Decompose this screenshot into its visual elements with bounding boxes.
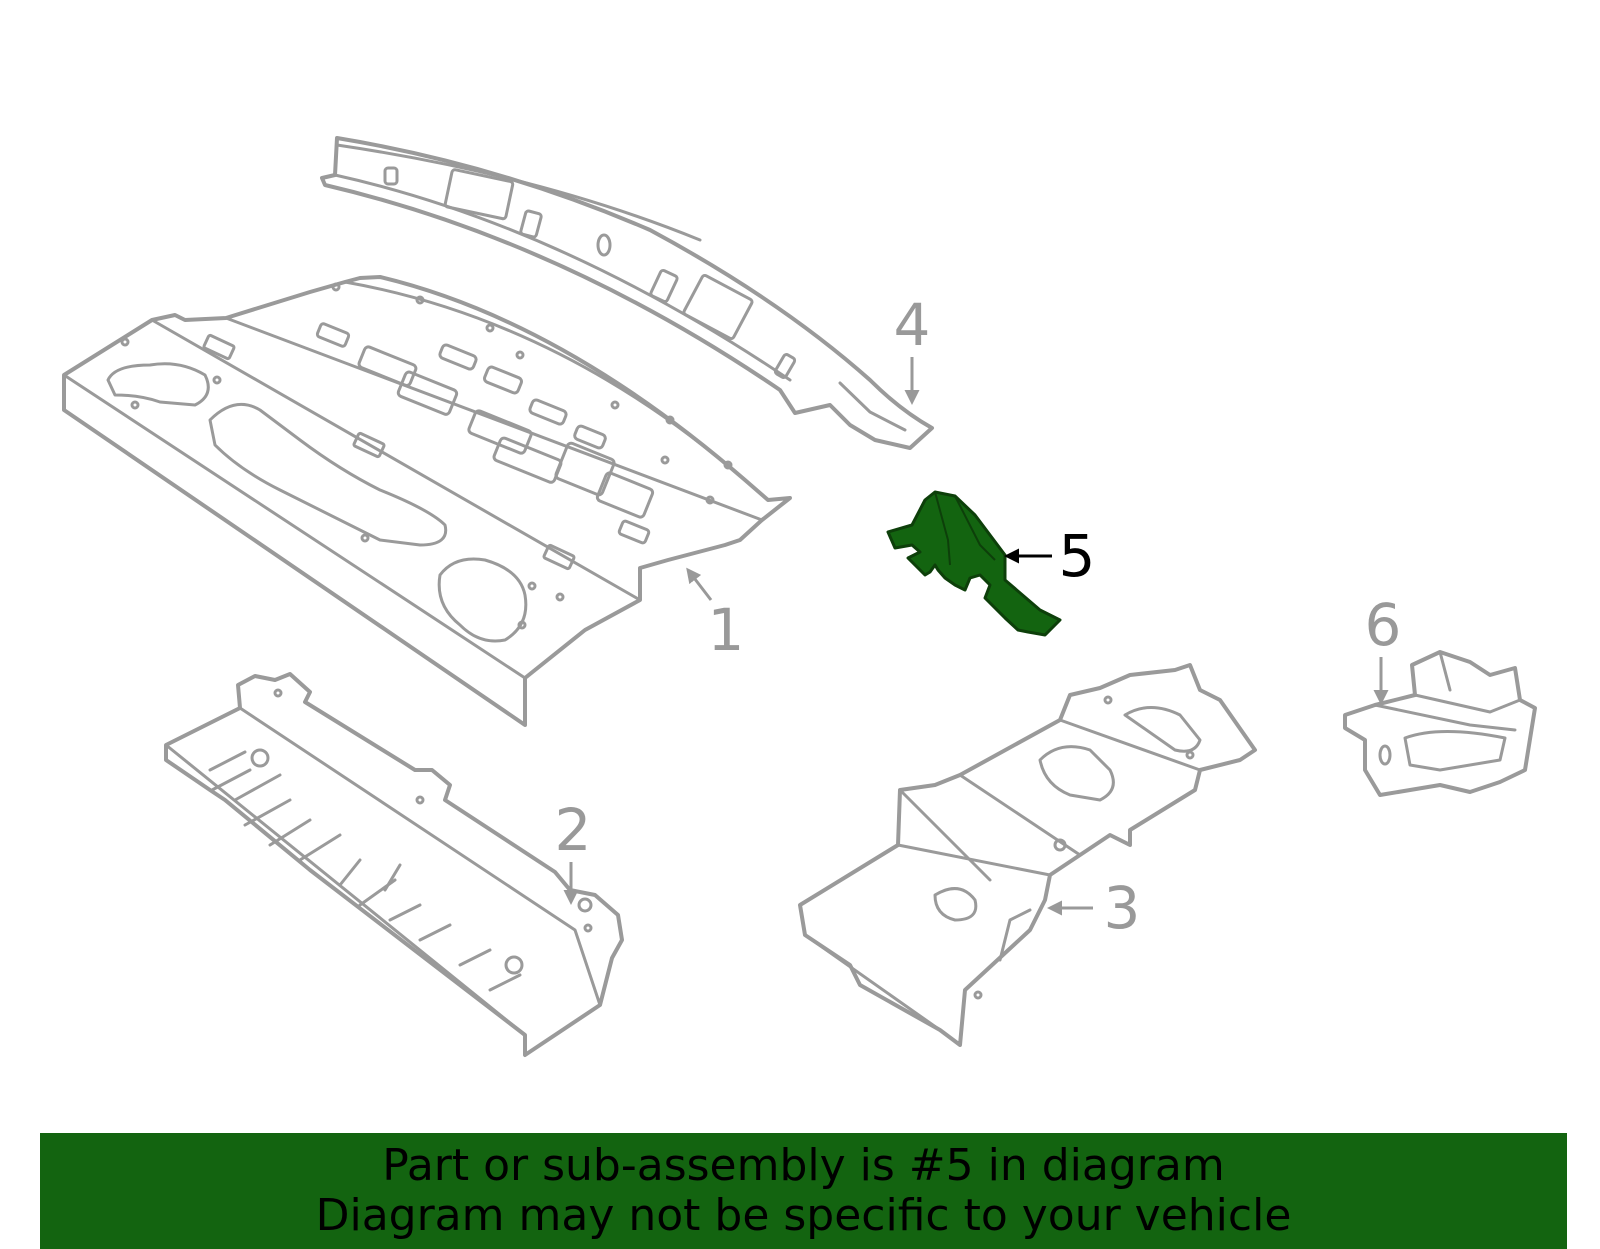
callout-1: 1 xyxy=(686,567,745,664)
callout-6: 6 xyxy=(1365,591,1402,705)
info-banner: Part or sub-assembly is #5 in diagram Di… xyxy=(40,1133,1567,1249)
part-4-roof-rail[interactable] xyxy=(320,136,934,450)
part-2-lower-panel[interactable] xyxy=(164,672,624,1057)
part-1-parcel-shelf[interactable] xyxy=(62,275,792,727)
part-6-bracket[interactable] xyxy=(1343,650,1537,797)
banner-line-1: Part or sub-assembly is #5 in diagram xyxy=(382,1140,1225,1191)
callout-4-label: 4 xyxy=(894,291,931,359)
banner-line-2: Diagram may not be specific to your vehi… xyxy=(315,1190,1292,1241)
callout-6-label: 6 xyxy=(1365,591,1402,659)
callout-2-label: 2 xyxy=(555,796,592,864)
part-3-rear-floor[interactable] xyxy=(798,663,1257,1047)
callout-5-label: 5 xyxy=(1059,522,1096,590)
callout-2: 2 xyxy=(555,796,592,905)
callout-1-label: 1 xyxy=(708,596,745,664)
part-5-highlighted-bracket[interactable] xyxy=(886,490,1062,637)
callout-4: 4 xyxy=(894,291,931,405)
callout-5: 5 xyxy=(1004,522,1096,590)
callout-3: 3 xyxy=(1047,874,1141,942)
callout-3-label: 3 xyxy=(1104,874,1141,942)
